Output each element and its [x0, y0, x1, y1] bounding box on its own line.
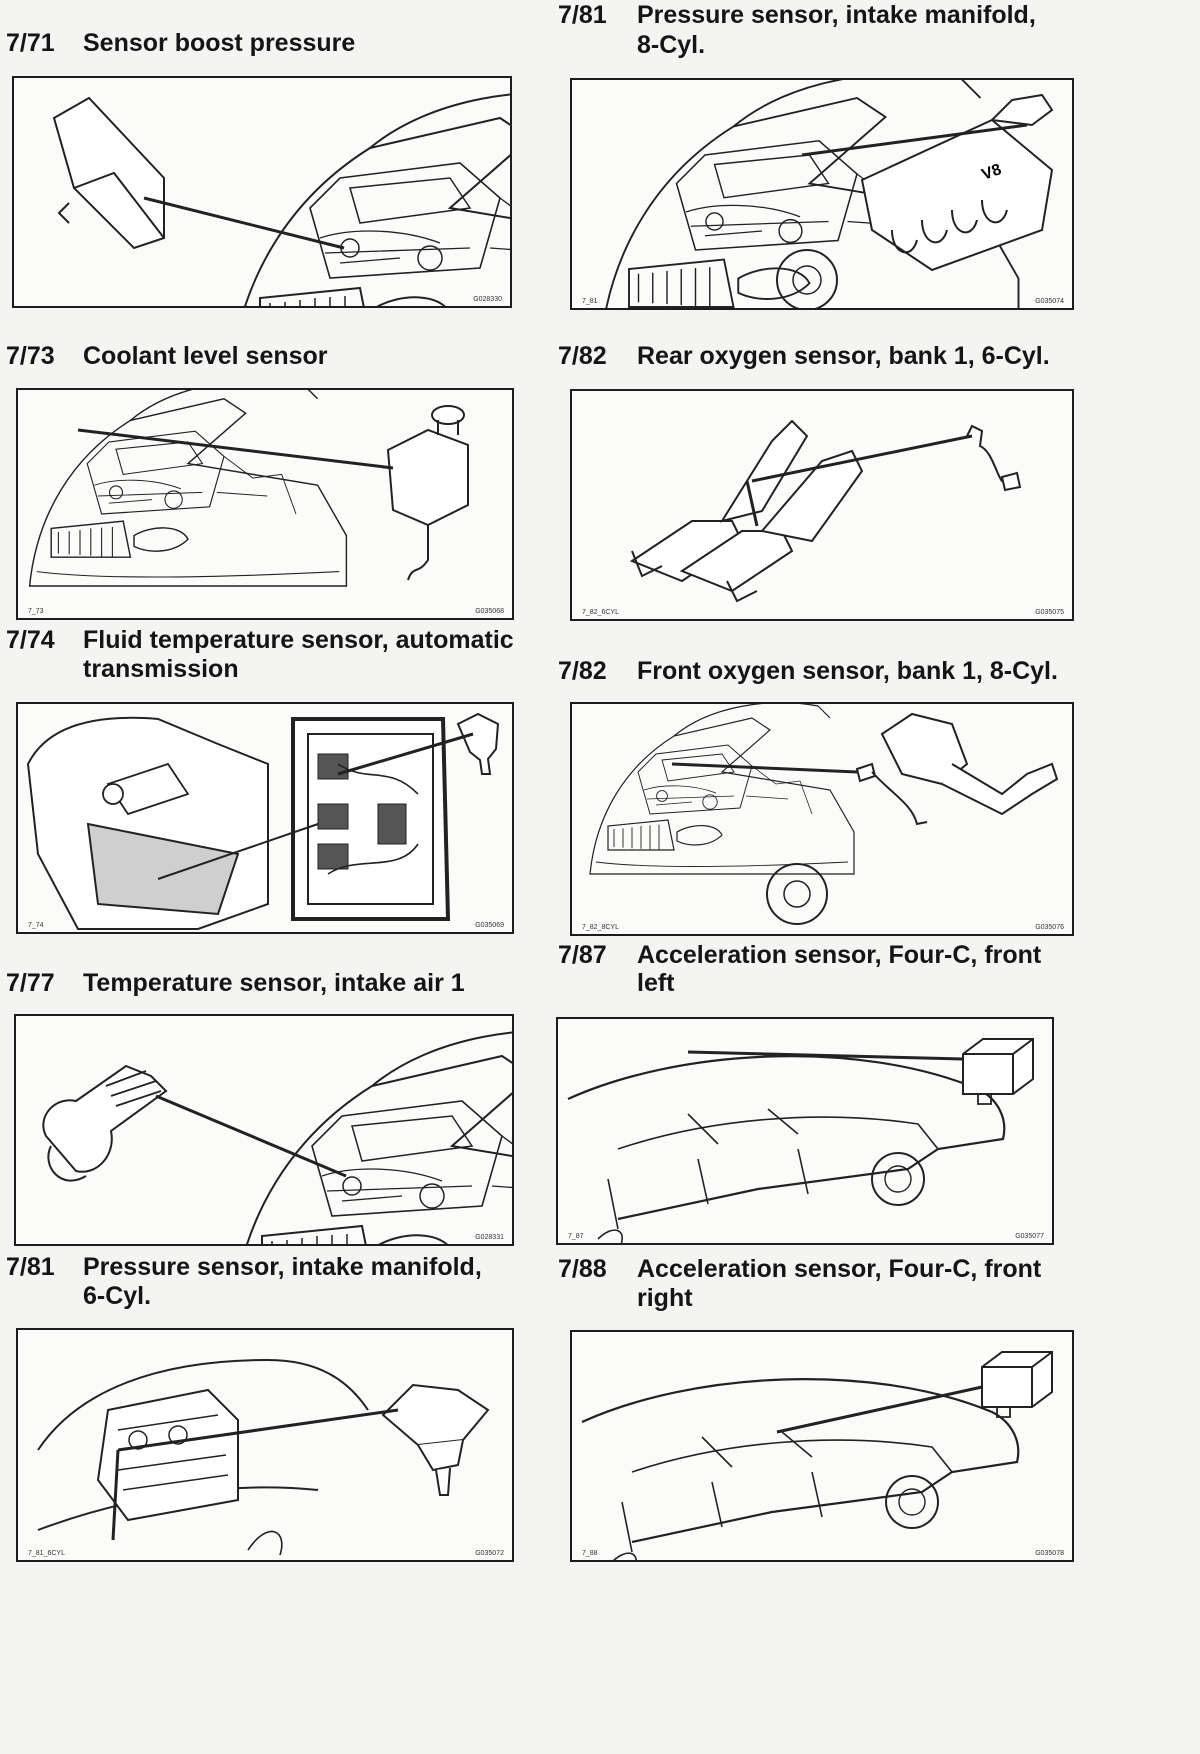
manifold-6cyl-illustration — [37, 1358, 490, 1556]
figure-front-oxygen-sensor: 7_82_8CYL G035076 — [570, 702, 1074, 936]
figure-ref-right: G028331 — [475, 1234, 504, 1241]
item-code: 7/82 — [558, 657, 607, 685]
figure-boost-pressure-sensor: G028330 — [12, 76, 512, 308]
item-title: Coolant level sensor — [83, 342, 328, 370]
rear-oxygen-illustration — [629, 419, 1022, 603]
figure-ref-right: G028330 — [473, 296, 502, 303]
item-title-line-2: transmission — [83, 655, 239, 683]
figure-accel-sensor-front-left: 7_87 G035077 — [556, 1017, 1054, 1245]
figure-manifold-pressure-8cyl: V8 7_81 G035074 — [570, 78, 1074, 310]
item-title-line-1: Pressure sensor, intake manifold, — [637, 1, 1036, 29]
figure-rear-oxygen-sensor: 7_82_6CYL G035075 — [570, 389, 1074, 621]
manifold-8cyl-illustration: V8 — [599, 80, 1054, 308]
item-title: Sensor boost pressure — [83, 29, 356, 57]
figure-ref-left: 7_88 — [582, 1550, 598, 1557]
figure-ref-left: 7_87 — [568, 1233, 584, 1240]
front-oxygen-illustration — [589, 704, 1059, 925]
figure-ref-left: 7_82_8CYL — [582, 924, 619, 931]
item-code: 7/81 — [558, 1, 607, 29]
item-code: 7/71 — [6, 29, 55, 57]
item-title: Rear oxygen sensor, bank 1, 6-Cyl. — [637, 342, 1050, 370]
item-title-line-1: Acceleration sensor, Four-C, front — [637, 941, 1042, 969]
figure-ref-right: G035069 — [475, 922, 504, 929]
figure-ref-right: G035072 — [475, 1550, 504, 1557]
item-title-line-1: Pressure sensor, intake manifold, — [83, 1253, 482, 1281]
item-code: 7/74 — [6, 626, 55, 654]
figure-ref-left: 7_74 — [28, 922, 44, 929]
accel-front-right-illustration — [580, 1351, 1053, 1560]
accel-front-left-illustration — [566, 1038, 1034, 1243]
intake-air-illustration — [42, 1029, 512, 1244]
item-code: 7/77 — [6, 969, 55, 997]
transmission-illustration — [26, 712, 500, 930]
figure-ref-right: G035068 — [475, 608, 504, 615]
figure-accel-sensor-front-right: 7_88 G035078 — [570, 1330, 1074, 1562]
engine-badge: V8 — [980, 161, 1004, 184]
figure-ref-right: G035077 — [1015, 1233, 1044, 1240]
figure-ref-left: 7_81_6CYL — [28, 1550, 65, 1557]
figure-ref-right: G035078 — [1035, 1550, 1064, 1557]
figure-ref-left: 7_73 — [28, 608, 44, 615]
item-title-line-2: right — [637, 1284, 693, 1312]
figure-intake-air-temp-sensor: G028331 — [14, 1014, 514, 1246]
item-title: Front oxygen sensor, bank 1, 8-Cyl. — [637, 657, 1058, 685]
item-title-line-1: Fluid temperature sensor, automatic — [83, 626, 514, 654]
figure-manifold-pressure-6cyl: 7_81_6CYL G035072 — [16, 1328, 514, 1562]
figure-coolant-level-sensor: 7_73 G035068 — [16, 388, 514, 620]
figure-ref-right: G035076 — [1035, 924, 1064, 931]
figure-transmission-temp-sensor: 7_74 G035069 — [16, 702, 514, 934]
item-title-line-2: 6-Cyl. — [83, 1282, 152, 1310]
item-title-line-1: Acceleration sensor, Four-C, front — [637, 1255, 1042, 1283]
item-code: 7/82 — [558, 342, 607, 370]
boost-pressure-illustration — [52, 91, 510, 306]
figure-ref-left: 7_82_6CYL — [582, 609, 619, 616]
item-title-line-2: 8-Cyl. — [637, 31, 706, 59]
item-code: 7/73 — [6, 342, 55, 370]
figure-ref-left: 7_81 — [582, 298, 598, 305]
figure-ref-right: G035074 — [1035, 298, 1064, 305]
item-code: 7/81 — [6, 1253, 55, 1281]
coolant-sensor-illustration — [28, 390, 469, 587]
item-title-line-2: left — [637, 969, 675, 997]
item-code: 7/88 — [558, 1255, 607, 1283]
figure-ref-right: G035075 — [1035, 609, 1064, 616]
item-code: 7/87 — [558, 941, 607, 969]
item-title: Temperature sensor, intake air 1 — [83, 969, 465, 997]
